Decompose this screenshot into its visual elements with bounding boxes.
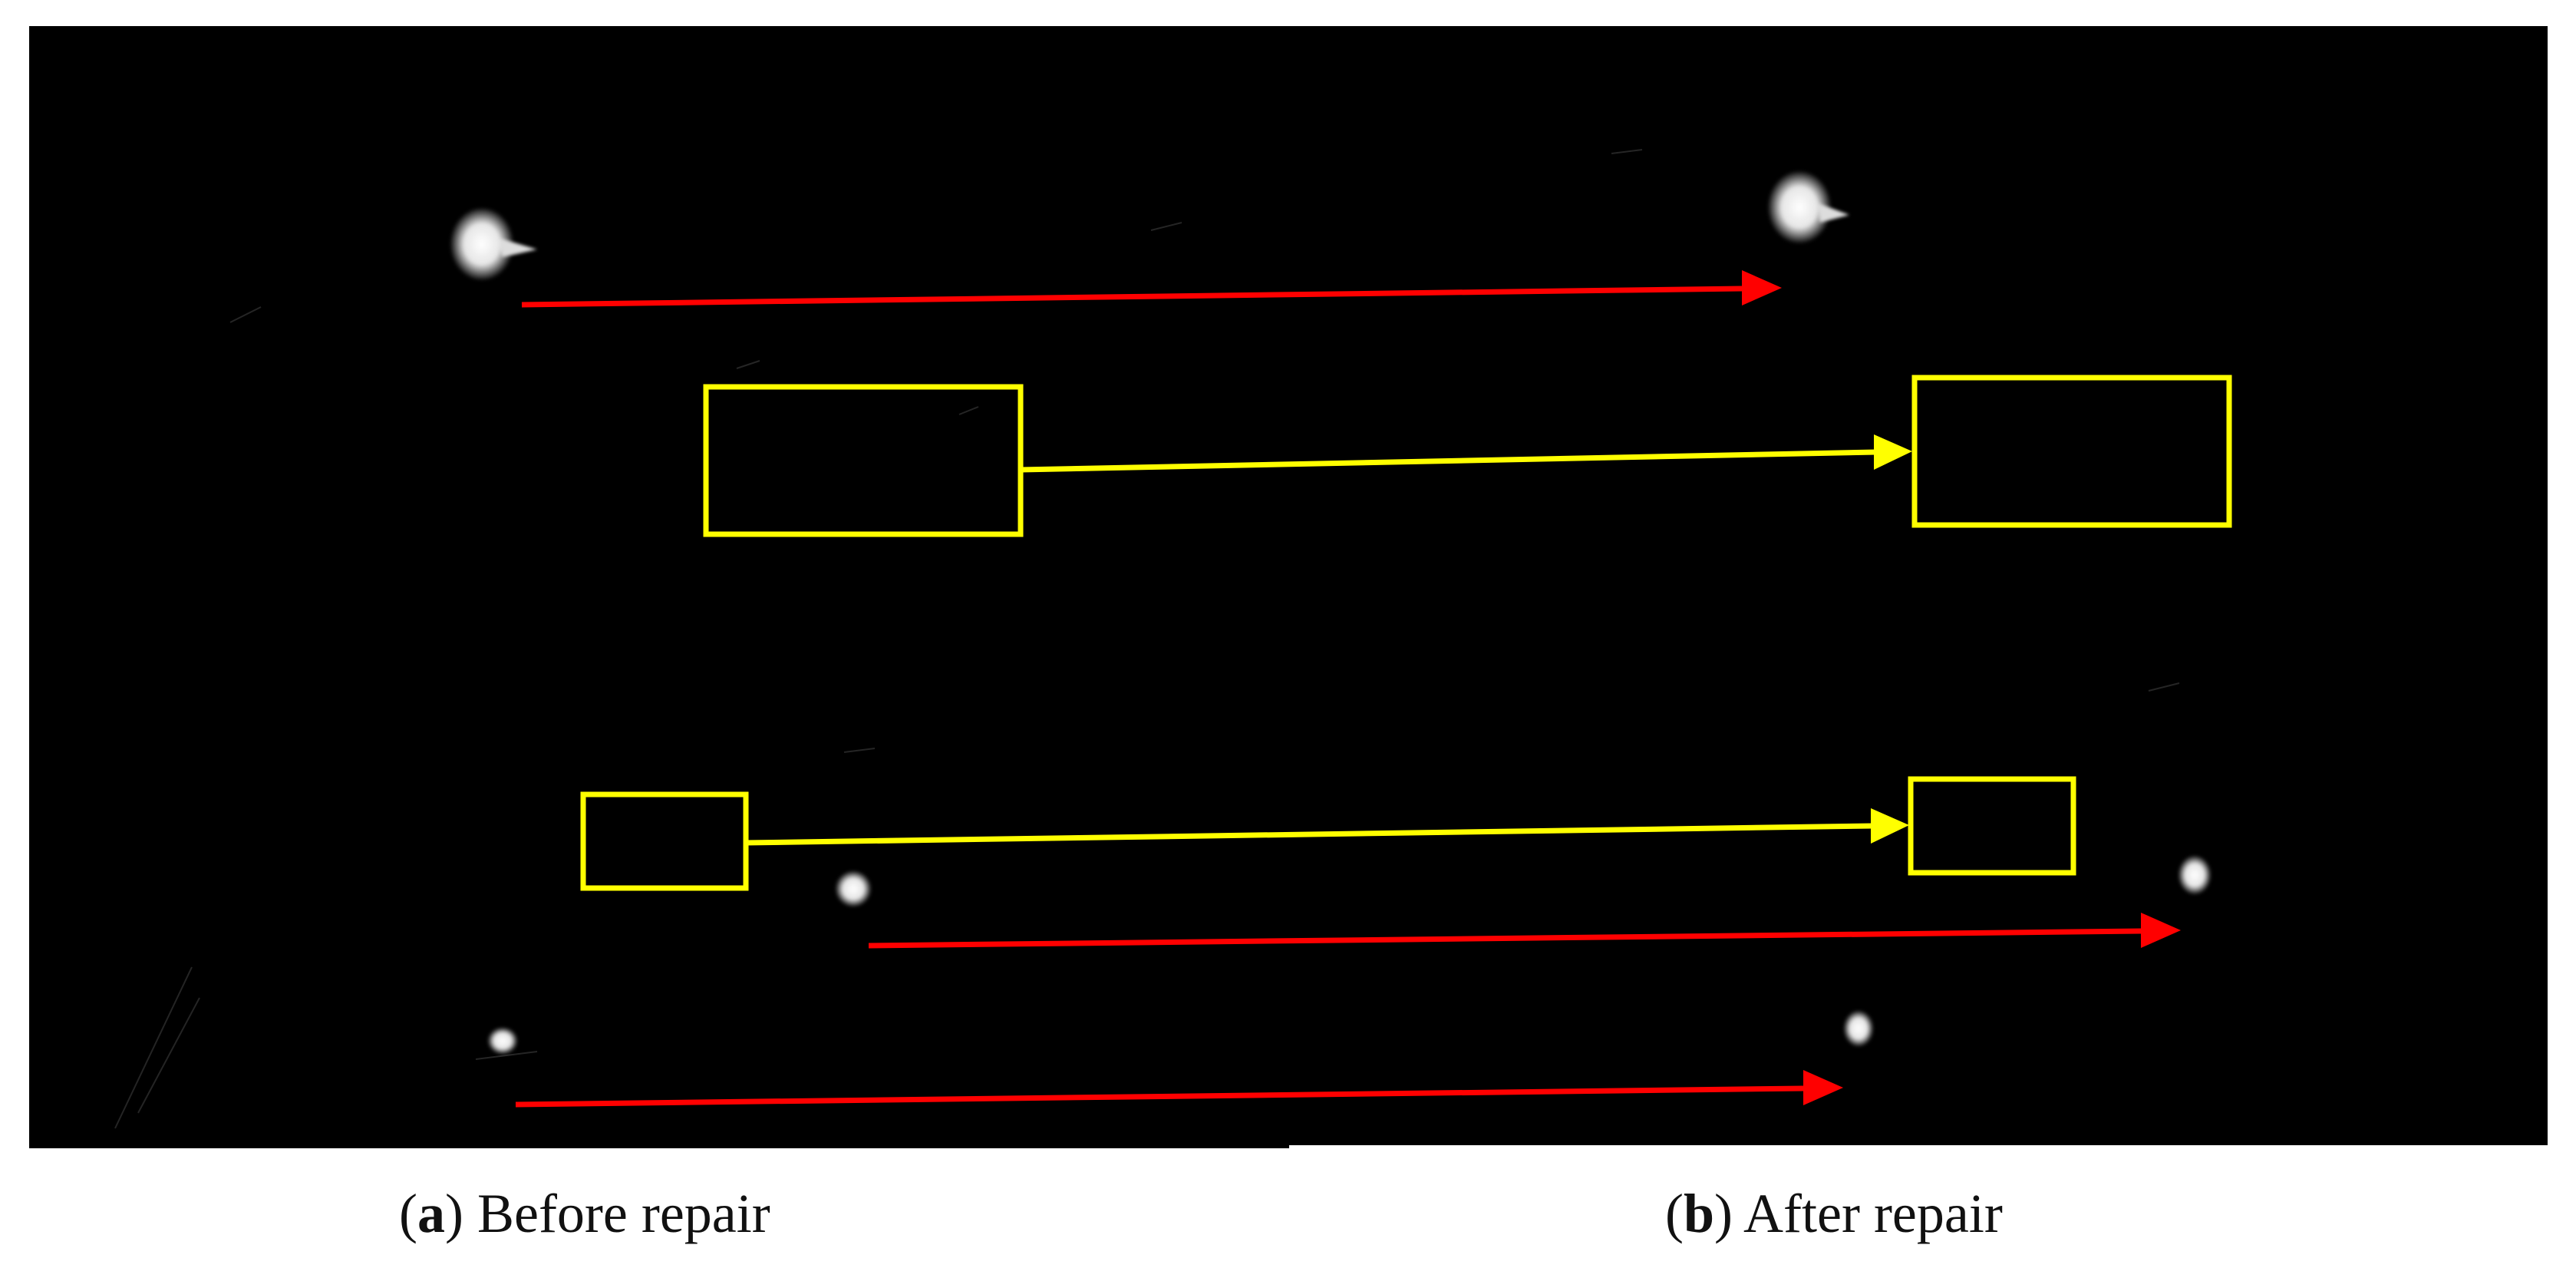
caption-a-label: Before repair [477,1183,770,1244]
panel-a-image [29,26,1291,1148]
panel-b-image [1291,26,2548,1148]
spot-medium-after [2178,855,2212,895]
repaired-defect-boxes [580,375,2232,891]
spot-tracking-arrows [515,270,2181,1108]
spot-large-after-flare [1819,203,1849,223]
arrowhead-yellow-2 [1871,808,1909,844]
spot-large-after [1767,170,1832,244]
arrowhead-red-1 [1742,270,1782,305]
caption-before-repair: (a) Before repair [399,1183,770,1244]
arrowhead-red-2 [2141,913,2181,948]
caption-after-repair: (b) After repair [1665,1183,2003,1244]
spot-medium-before [835,870,872,907]
arrowhead-yellow-1 [1874,434,1912,470]
surface-scratches [114,149,2180,1129]
repaired-defect-arrows [745,434,1912,846]
arrowhead-red-3 [1803,1070,1843,1105]
spot-large-before [450,207,514,281]
spot-small-before [487,1027,518,1055]
caption-b-label: After repair [1743,1183,2003,1244]
caption-a-letter: a [417,1183,445,1244]
spot-small-after [1843,1010,1874,1047]
caption-b-letter: b [1683,1183,1715,1244]
spot-large-before-flare [499,238,537,257]
box-defect-1-before [703,384,1024,537]
panel-seam [1289,1145,2548,1150]
damage-spots [450,170,2212,1055]
box-defect-1-after [1911,375,2232,528]
box-defect-2-after [1908,776,2076,876]
